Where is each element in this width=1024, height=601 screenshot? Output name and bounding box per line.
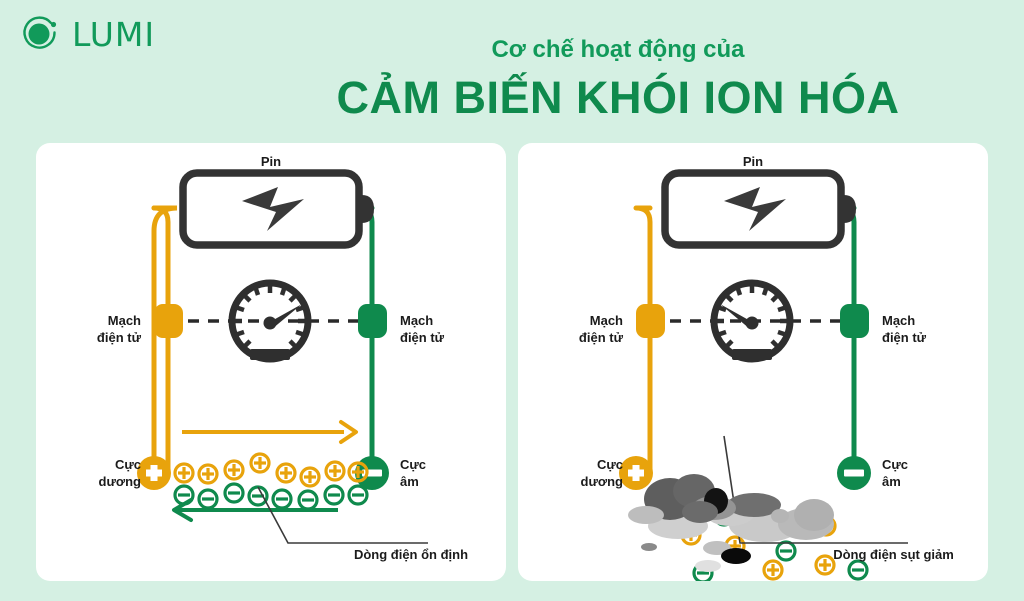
- anode-label: Cực dương: [580, 457, 623, 489]
- current-status-label: Dòng điện ổn định: [353, 547, 469, 562]
- gauge-high-icon: [228, 279, 312, 363]
- negative-ion-row: [173, 482, 369, 511]
- battery-label: Pin: [260, 154, 282, 169]
- panel-smoke-state: Pin: [518, 143, 988, 581]
- brand-wordmark: LUMI: [72, 14, 156, 54]
- gauge-low-icon: [710, 279, 794, 363]
- page-subtitle: Cơ chế hoạt động của: [491, 36, 745, 63]
- brand-logo: LUMI: [18, 12, 155, 56]
- minus-electrode-icon: [837, 456, 871, 490]
- plus-electrode-icon: [619, 456, 653, 490]
- smoke-cloud-icon: [628, 474, 834, 572]
- cathode-label: Cực âm: [400, 457, 427, 489]
- positive-flow-arrow: [182, 420, 358, 444]
- right-terminal-node: [840, 304, 869, 338]
- left-terminal-label: Mạch điện tử: [96, 313, 141, 345]
- battery-label: Pin: [742, 154, 764, 169]
- left-terminal-label: Mạch điện tử: [578, 313, 623, 345]
- lumi-circle-icon: [18, 12, 62, 56]
- current-callout-leader: [723, 435, 908, 544]
- anode-label: Cực dương: [98, 457, 141, 489]
- right-terminal-label: Mạch điện tử: [400, 313, 445, 345]
- left-terminal-node: [636, 304, 665, 338]
- battery-bolt-icon: [661, 169, 856, 249]
- right-terminal-node: [358, 304, 387, 338]
- current-callout-leader: [257, 486, 428, 544]
- page-title: CẢM BIẾN KHÓI ION HÓA: [336, 72, 900, 123]
- current-status-label: Dòng điện sụt giảm: [833, 547, 954, 562]
- panel-normal-state: Pin: [36, 143, 506, 581]
- right-terminal-label: Mạch điện tử: [882, 313, 927, 345]
- cathode-label: Cực âm: [882, 457, 909, 489]
- battery-bolt-icon: [179, 169, 374, 249]
- positive-ion-row: [173, 452, 369, 488]
- plus-electrode-icon: [137, 456, 171, 490]
- left-terminal-node: [154, 304, 183, 338]
